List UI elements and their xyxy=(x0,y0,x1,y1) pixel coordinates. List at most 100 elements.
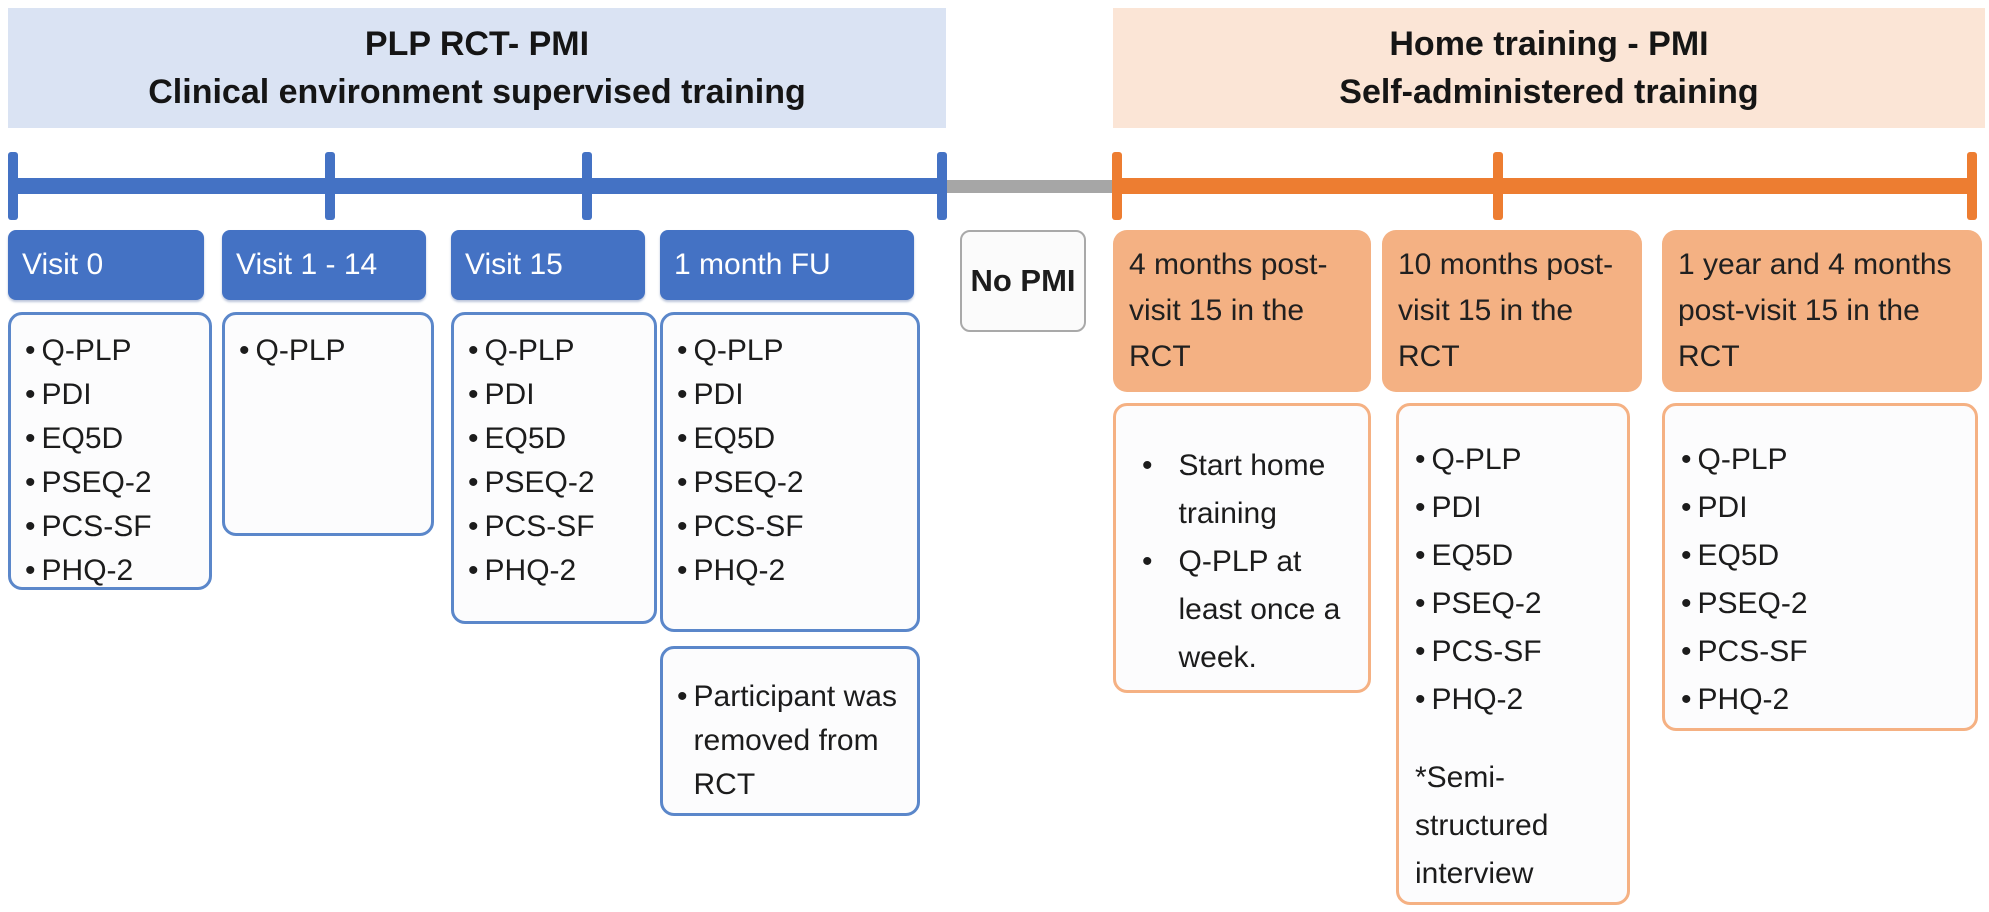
list-item: •Q-PLP xyxy=(677,329,909,373)
list-item-text: Q-PLP xyxy=(41,334,132,367)
10-months-assessments-box: •Q-PLP •PDI •EQ5D •PSEQ-2 •PCS-SF •PHQ-2… xyxy=(1396,403,1630,905)
bullet-icon: • xyxy=(25,378,36,411)
list-item-text: PHQ-2 xyxy=(1697,683,1790,716)
bullet-icon: • xyxy=(468,510,479,543)
rct-phase-title: PLP RCT- PMI xyxy=(364,25,590,63)
rct-timeline-bar xyxy=(10,178,943,194)
list-item-text: Q-PLP xyxy=(1697,443,1788,476)
bullet-icon: • xyxy=(1681,635,1692,668)
bullet-icon: • xyxy=(1681,587,1692,620)
bullet-icon: • xyxy=(1415,635,1426,668)
bullet-icon: • xyxy=(1681,443,1692,476)
list-item: •PCS-SF xyxy=(677,505,909,549)
list-item-text: PCS-SF xyxy=(1697,635,1808,668)
list-item: •PCS-SF xyxy=(1415,628,1617,676)
1-year-4-months-assessments-box: •Q-PLP •PDI •EQ5D •PSEQ-2 •PCS-SF •PHQ-2 xyxy=(1662,403,1978,731)
bullet-icon: • xyxy=(677,466,688,499)
bullet-icon: • xyxy=(1681,683,1692,716)
list-item: •PDI xyxy=(1681,484,1965,532)
visit-0-assessments-box: •Q-PLP •PDI •EQ5D •PSEQ-2 •PCS-SF •PHQ-2 xyxy=(8,312,212,590)
home-training-phase-header: Home training - PMI Self-administered tr… xyxy=(1113,8,1985,128)
bullet-icon: • xyxy=(1681,539,1692,572)
visit-15-label: Visit 15 xyxy=(451,230,645,300)
list-item: •PCS-SF xyxy=(25,505,201,549)
1-month-fu-label-text: 1 month FU xyxy=(674,248,831,281)
bullet-icon: • xyxy=(25,554,36,587)
list-item-text: PSEQ-2 xyxy=(1431,587,1542,620)
timeline-tick-visit1-14 xyxy=(325,152,335,220)
list-item-text: PCS-SF xyxy=(693,510,804,543)
visit-0-assessment-list: •Q-PLP •PDI •EQ5D •PSEQ-2 •PCS-SF •PHQ-2 xyxy=(25,329,201,593)
column-visit-15: Visit 15 •Q-PLP •PDI •EQ5D •PSEQ-2 •PCS-… xyxy=(451,230,657,624)
bullet-icon: • xyxy=(239,334,250,367)
list-item-text: EQ5D xyxy=(693,422,776,455)
list-item: •Start home training xyxy=(1132,442,1358,538)
bullet-icon: • xyxy=(677,680,688,713)
list-item-text: Q-PLP at least once a week. xyxy=(1178,545,1341,674)
list-item-text: EQ5D xyxy=(41,422,124,455)
visit-15-label-text: Visit 15 xyxy=(465,248,563,281)
list-item-text: PSEQ-2 xyxy=(693,466,804,499)
timeline-tick-visit0 xyxy=(8,152,18,220)
bullet-icon: • xyxy=(25,510,36,543)
list-item-text: PCS-SF xyxy=(484,510,595,543)
list-item: •PHQ-2 xyxy=(25,549,201,593)
column-4-months-post-visit-15: 4 months post-visit 15 in the RCT •Start… xyxy=(1113,230,1371,693)
list-item-text: PCS-SF xyxy=(1431,635,1542,668)
bullet-icon: • xyxy=(25,422,36,455)
4-months-activity-list: •Start home training •Q-PLP at least onc… xyxy=(1132,442,1358,682)
10-months-label-text: 10 months post-visit 15 in the RCT xyxy=(1398,248,1614,373)
list-item: •Q-PLP at least once a week. xyxy=(1132,538,1358,682)
note-text: Participant was removed from RCT xyxy=(693,680,897,801)
timeline-tick-home-end xyxy=(1967,152,1977,220)
bullet-icon: • xyxy=(25,334,36,367)
list-item: •PDI xyxy=(1415,484,1617,532)
bullet-icon: • xyxy=(1415,443,1426,476)
list-item: •EQ5D xyxy=(1681,532,1965,580)
home-training-phase-title: Home training - PMI xyxy=(1389,25,1709,63)
list-item: •Q-PLP xyxy=(239,329,423,373)
visit-1-14-assessments-box: •Q-PLP xyxy=(222,312,434,536)
home-training-phase-subtitle: Self-administered training xyxy=(1339,73,1759,111)
list-item: •PHQ-2 xyxy=(468,549,646,593)
visit-0-label-text: Visit 0 xyxy=(22,248,104,281)
list-item-text: EQ5D xyxy=(1431,539,1514,572)
list-item: •Q-PLP xyxy=(1415,436,1617,484)
list-item: •PSEQ-2 xyxy=(468,461,646,505)
participant-removed-note-box: •Participant was removed from RCT xyxy=(660,646,920,816)
visit-0-label: Visit 0 xyxy=(8,230,204,300)
visit-15-assessments-box: •Q-PLP •PDI •EQ5D •PSEQ-2 •PCS-SF •PHQ-2 xyxy=(451,312,657,624)
rct-phase-subtitle: Clinical environment supervised training xyxy=(148,73,806,111)
no-pmi-box: No PMI xyxy=(960,230,1086,332)
timeline-tick-visit15 xyxy=(582,152,592,220)
list-item-text: PHQ-2 xyxy=(41,554,134,587)
column-1-month-fu: 1 month FU •Q-PLP •PDI •EQ5D •PSEQ-2 •PC… xyxy=(660,230,920,816)
bullet-icon: • xyxy=(468,334,479,367)
list-item-text: PDI xyxy=(1431,491,1482,524)
bullet-icon: • xyxy=(468,466,479,499)
list-item-text: Q-PLP xyxy=(1431,443,1522,476)
bullet-icon: • xyxy=(1415,491,1426,524)
list-item-text: PDI xyxy=(693,378,744,411)
bullet-icon: • xyxy=(1415,587,1426,620)
bullet-icon: • xyxy=(1142,449,1153,482)
list-item-text: PHQ-2 xyxy=(693,554,786,587)
column-visit-0: Visit 0 •Q-PLP •PDI •EQ5D •PSEQ-2 •PCS-S… xyxy=(8,230,212,590)
list-item: •PHQ-2 xyxy=(677,549,909,593)
bullet-icon: • xyxy=(677,554,688,587)
gap-connector-bar xyxy=(943,180,1119,193)
1-year-4-months-assessment-list: •Q-PLP •PDI •EQ5D •PSEQ-2 •PCS-SF •PHQ-2 xyxy=(1681,436,1965,724)
list-item-text: PCS-SF xyxy=(41,510,152,543)
list-item-text: PDI xyxy=(484,378,535,411)
list-item: •EQ5D xyxy=(1415,532,1617,580)
column-10-months-post-visit-15: 10 months post-visit 15 in the RCT •Q-PL… xyxy=(1382,230,1642,905)
list-item: •PSEQ-2 xyxy=(1681,580,1965,628)
note-list: •Participant was removed from RCT xyxy=(677,675,909,807)
list-item-text: PSEQ-2 xyxy=(484,466,595,499)
home-training-timeline-bar xyxy=(1117,178,1977,194)
list-item-text: Q-PLP xyxy=(693,334,784,367)
visit-1-14-assessment-list: •Q-PLP xyxy=(239,329,423,373)
list-item-text: PHQ-2 xyxy=(1431,683,1524,716)
bullet-icon: • xyxy=(1415,683,1426,716)
